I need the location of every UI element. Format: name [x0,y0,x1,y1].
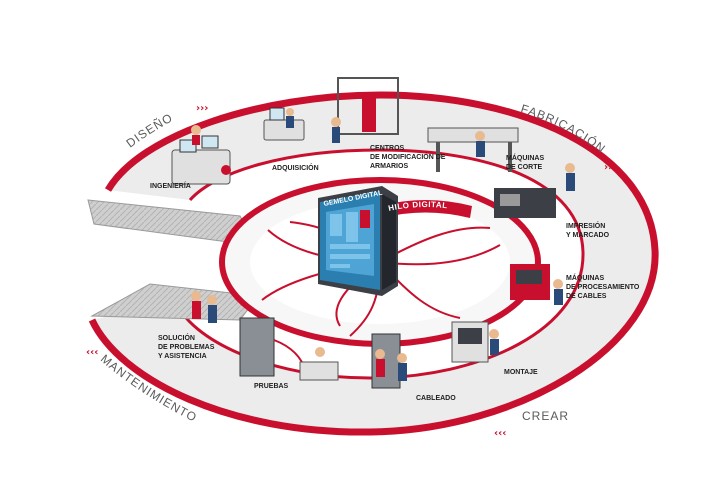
station-impresion-label-1: IMPRESIÓN [566,221,605,230]
thread-banner [380,200,472,218]
station-solucion-label-1: SOLUCIÓN [158,333,195,342]
phase-fabricacion-arrow: ››› [604,162,616,173]
station-montaje-art [451,321,499,363]
station-ingenieria-art [171,125,231,185]
station-centros-art [331,77,399,143]
station-montaje-label: MONTAJE [504,369,538,376]
outer-ring [88,91,659,436]
station-solucion-label-3: Y ASISTENCIA [158,353,207,360]
station-cables-label-1: MÁQUINAS [566,273,604,282]
station-centros-label-2: DE MODIFICACIÓN DE [370,152,446,161]
phase-diseno-arrow: ››› [196,103,208,114]
digital-twin-cabinet [318,186,398,296]
station-adquisicion-label: ADQUISICIÓN [272,163,319,172]
station-corte-label-2: DE CORTE [506,164,543,171]
phase-mantenimiento-arrow: ‹‹‹ [86,347,98,358]
station-pruebas-art [239,317,339,381]
station-ingenieria-label: INGENIERÍA [150,181,191,190]
station-adquisicion-art [263,107,305,141]
station-solucion-label-2: DE PROBLEMAS [158,344,215,351]
station-impresion-art [494,163,575,218]
station-solucion-art [191,291,217,323]
station-pruebas-label: PRUEBAS [254,383,289,390]
station-cables-art [510,264,563,305]
station-cables-label-3: DE CABLES [566,293,607,300]
station-corte-label-1: MÁQUINAS [506,153,544,162]
station-cableado-art [371,333,407,389]
station-centros-label-1: CENTROS [370,145,405,152]
phase-crear-text: CREAR [522,409,569,423]
station-corte-art [427,127,519,172]
station-centros-label-3: ARMARIOS [370,163,408,170]
station-cableado-label: CABLEADO [416,395,456,402]
station-impresion-label-2: Y MARCADO [566,232,610,239]
station-cables-label-2: DE PROCESAMIENTO [566,284,640,291]
phase-crear-arrow: ‹‹‹ [494,428,506,439]
